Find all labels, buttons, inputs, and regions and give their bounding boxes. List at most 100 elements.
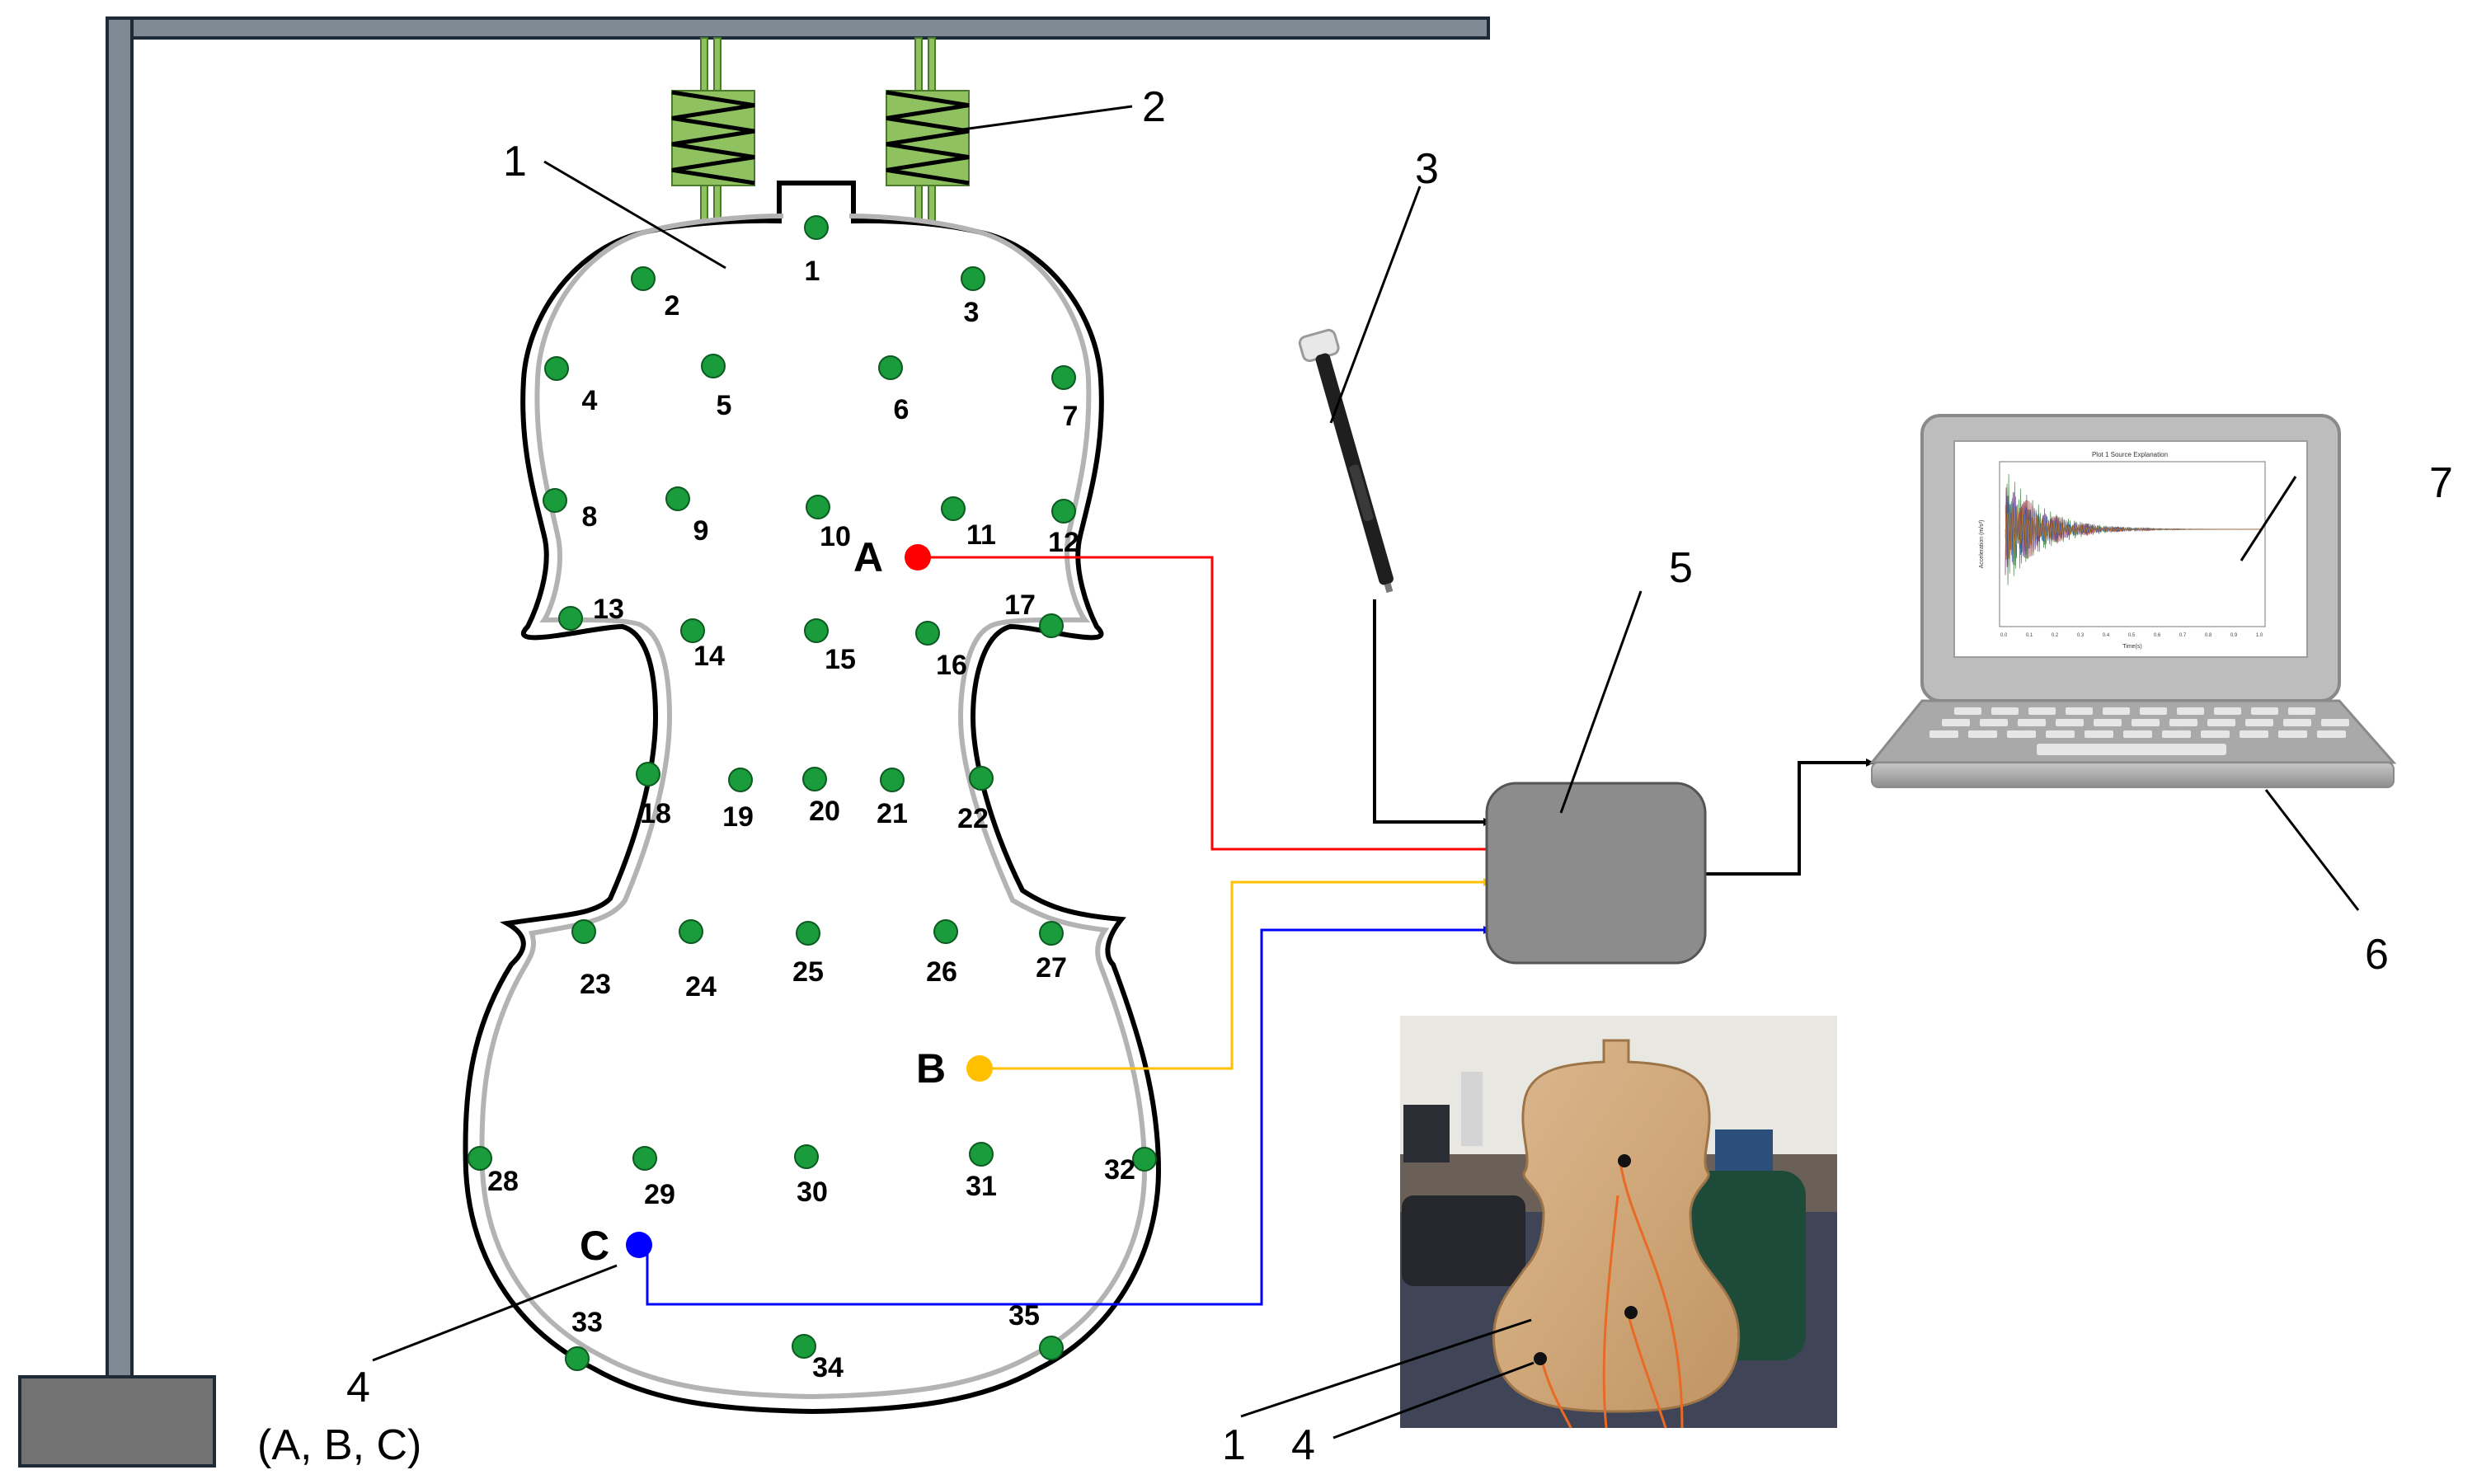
point-14: 14 [680, 618, 725, 672]
point-22: 22 [957, 766, 994, 834]
point-2-label: 2 [665, 290, 680, 322]
photo-inset [1400, 1016, 1837, 1429]
point-9-dot [665, 486, 690, 511]
point-20: 20 [802, 767, 840, 827]
point-14-dot [680, 618, 705, 643]
point-30-dot [794, 1144, 819, 1169]
cable-c [646, 926, 1492, 1306]
screen-xtick: 0.8 [2205, 633, 2212, 638]
accelerometer-b: B [916, 1045, 993, 1092]
point-17-dot [1039, 613, 1064, 638]
point-12-label: 12 [1048, 527, 1079, 558]
point-15-label: 15 [825, 644, 856, 675]
point-13-label: 13 [593, 594, 624, 625]
point-16-dot [915, 621, 940, 646]
point-28-label: 28 [487, 1166, 519, 1197]
point-32-label: 32 [1104, 1154, 1135, 1186]
point-3-label: 3 [964, 297, 980, 328]
point-31-label: 31 [966, 1171, 997, 1202]
point-15-dot [804, 618, 829, 643]
point-16: 16 [915, 621, 967, 681]
point-19-dot [728, 768, 753, 792]
callout-1: 1 [503, 138, 527, 186]
point-20-dot [802, 767, 827, 791]
point-28-dot [468, 1146, 492, 1171]
screen-xtick: 0.6 [2154, 633, 2161, 638]
sensor-cables [646, 556, 1874, 1306]
point-10-label: 10 [820, 521, 851, 552]
sensor-a-label: A [853, 534, 883, 580]
callout-photo-4: 4 [1291, 1421, 1315, 1469]
callout-photo-1: 1 [1222, 1421, 1246, 1469]
point-16-label: 16 [936, 650, 967, 681]
callout-5: 5 [1669, 544, 1693, 592]
point-9: 9 [665, 486, 708, 547]
photo-sensor-upper [1618, 1154, 1631, 1167]
callout-2: 2 [1142, 83, 1166, 131]
sensor-b-dot [966, 1055, 993, 1082]
point-7: 7 [1051, 365, 1079, 432]
screen-plot-xlabel: Time(s) [2122, 644, 2141, 650]
point-8: 8 [543, 488, 597, 533]
point-21-dot [880, 768, 905, 792]
callout-7: 7 [2429, 459, 2453, 507]
point-4: 4 [544, 356, 598, 416]
point-26-dot [933, 919, 958, 944]
screen-plot-title: Plot 1 Source Explanation [2092, 451, 2168, 458]
point-2-dot [631, 266, 656, 291]
point-30-label: 30 [797, 1176, 828, 1208]
screen-xtick: 0.2 [2052, 633, 2059, 638]
point-34-dot [792, 1334, 816, 1359]
screen-xtick: 0.7 [2179, 633, 2187, 638]
point-22-label: 22 [957, 803, 989, 834]
leader-lines [372, 105, 2360, 1439]
point-29: 29 [632, 1146, 675, 1210]
point-4-label: 4 [582, 385, 598, 416]
point-10: 10 [806, 495, 851, 552]
screen-plot-waveform [2005, 473, 2262, 585]
point-4-dot [544, 356, 569, 381]
support-frame [18, 16, 1490, 1468]
point-6-label: 6 [894, 394, 909, 425]
screen-plot: Plot 1 Source Explanation Acceleration (… [1979, 451, 2266, 650]
screen-xtick: 0.3 [2077, 633, 2085, 638]
sensor-c-dot [626, 1232, 652, 1258]
laptop-keyboard [1929, 707, 2349, 755]
daq-unit [1485, 782, 1707, 965]
callout-4-sub: (A, B, C) [257, 1421, 421, 1469]
point-30: 30 [794, 1144, 828, 1208]
point-25-label: 25 [792, 956, 824, 988]
point-13: 13 [558, 594, 624, 631]
point-27-label: 27 [1036, 952, 1067, 984]
point-7-label: 7 [1063, 401, 1079, 432]
point-26: 26 [926, 919, 958, 988]
point-34-label: 34 [812, 1352, 844, 1383]
point-3-dot [961, 266, 985, 291]
point-19-label: 19 [722, 801, 754, 833]
point-12-dot [1051, 499, 1076, 524]
point-6: 6 [878, 355, 909, 425]
point-21-label: 21 [877, 798, 908, 829]
screen-plot-ylabel: Acceleration (m/s²) [1979, 520, 1985, 569]
point-21: 21 [877, 768, 908, 829]
screen-xtick: 1.0 [2256, 633, 2263, 638]
violin-plate [463, 181, 1162, 1415]
point-18: 18 [636, 762, 671, 829]
point-32-dot [1132, 1147, 1157, 1172]
photo-sensor-mid [1624, 1306, 1638, 1319]
point-19: 19 [722, 768, 754, 833]
screen-xtick: 0.0 [2000, 633, 2008, 638]
point-31-dot [969, 1142, 994, 1167]
photo-sensor-lower [1534, 1352, 1547, 1365]
point-14-label: 14 [693, 641, 725, 672]
point-24-dot [679, 919, 703, 944]
point-35-dot [1039, 1336, 1064, 1360]
springs [671, 37, 970, 224]
point-29-dot [632, 1146, 657, 1171]
impact-hammer [1298, 328, 1394, 594]
point-11-dot [941, 496, 966, 521]
point-26-label: 26 [926, 956, 957, 988]
point-8-dot [543, 488, 567, 513]
cable-a [922, 556, 1495, 853]
